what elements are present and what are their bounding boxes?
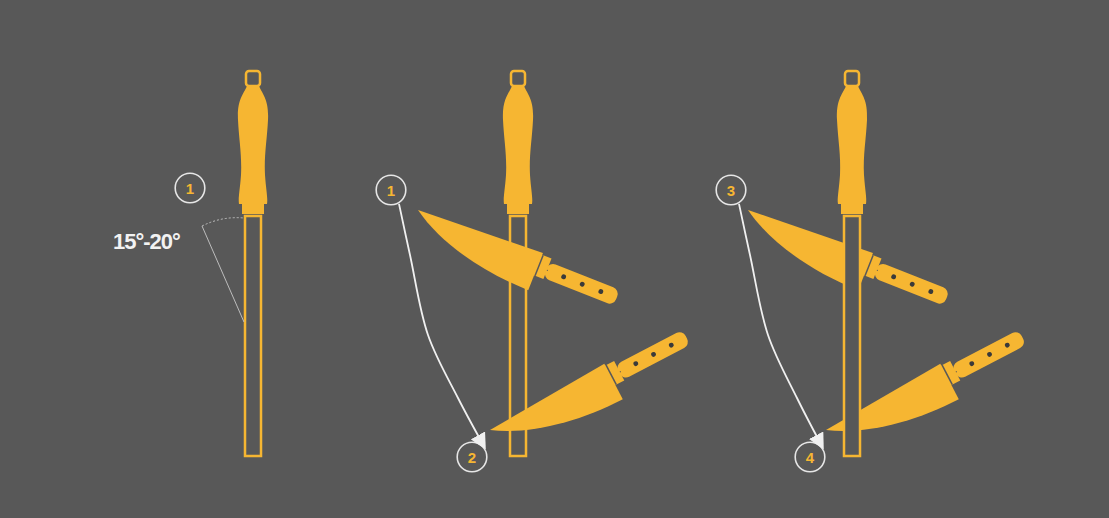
step-circle: 1 (375, 174, 407, 206)
circle-outline (716, 175, 746, 205)
circle-outline (376, 175, 406, 205)
honing-steel (837, 71, 867, 456)
angle-label: 15°-20° (113, 229, 180, 255)
chef-knife (405, 204, 621, 321)
step-number: 3 (727, 183, 735, 198)
step-number: 1 (387, 183, 395, 198)
angle-line (202, 226, 244, 322)
step-circle: 3 (715, 174, 747, 206)
chef-knife (487, 324, 698, 460)
angle-arc (202, 218, 244, 226)
circle-outline (175, 173, 205, 203)
step-number: 1 (186, 181, 194, 196)
honing-steel (238, 71, 268, 456)
step-circle: 2 (456, 441, 488, 473)
steel-handle (837, 71, 867, 214)
steel-handle (503, 71, 533, 214)
circle-outline (795, 442, 825, 472)
motion-arrow (739, 204, 822, 447)
steel-rod (245, 216, 261, 456)
step-number: 2 (468, 450, 476, 465)
motion-arrow (399, 204, 484, 447)
circle-outline (457, 442, 487, 472)
step-circle: 4 (794, 441, 826, 473)
steel-handle (238, 71, 268, 214)
step-number: 4 (806, 450, 814, 465)
steel-rod (844, 216, 860, 456)
step-circle: 1 (174, 172, 206, 204)
